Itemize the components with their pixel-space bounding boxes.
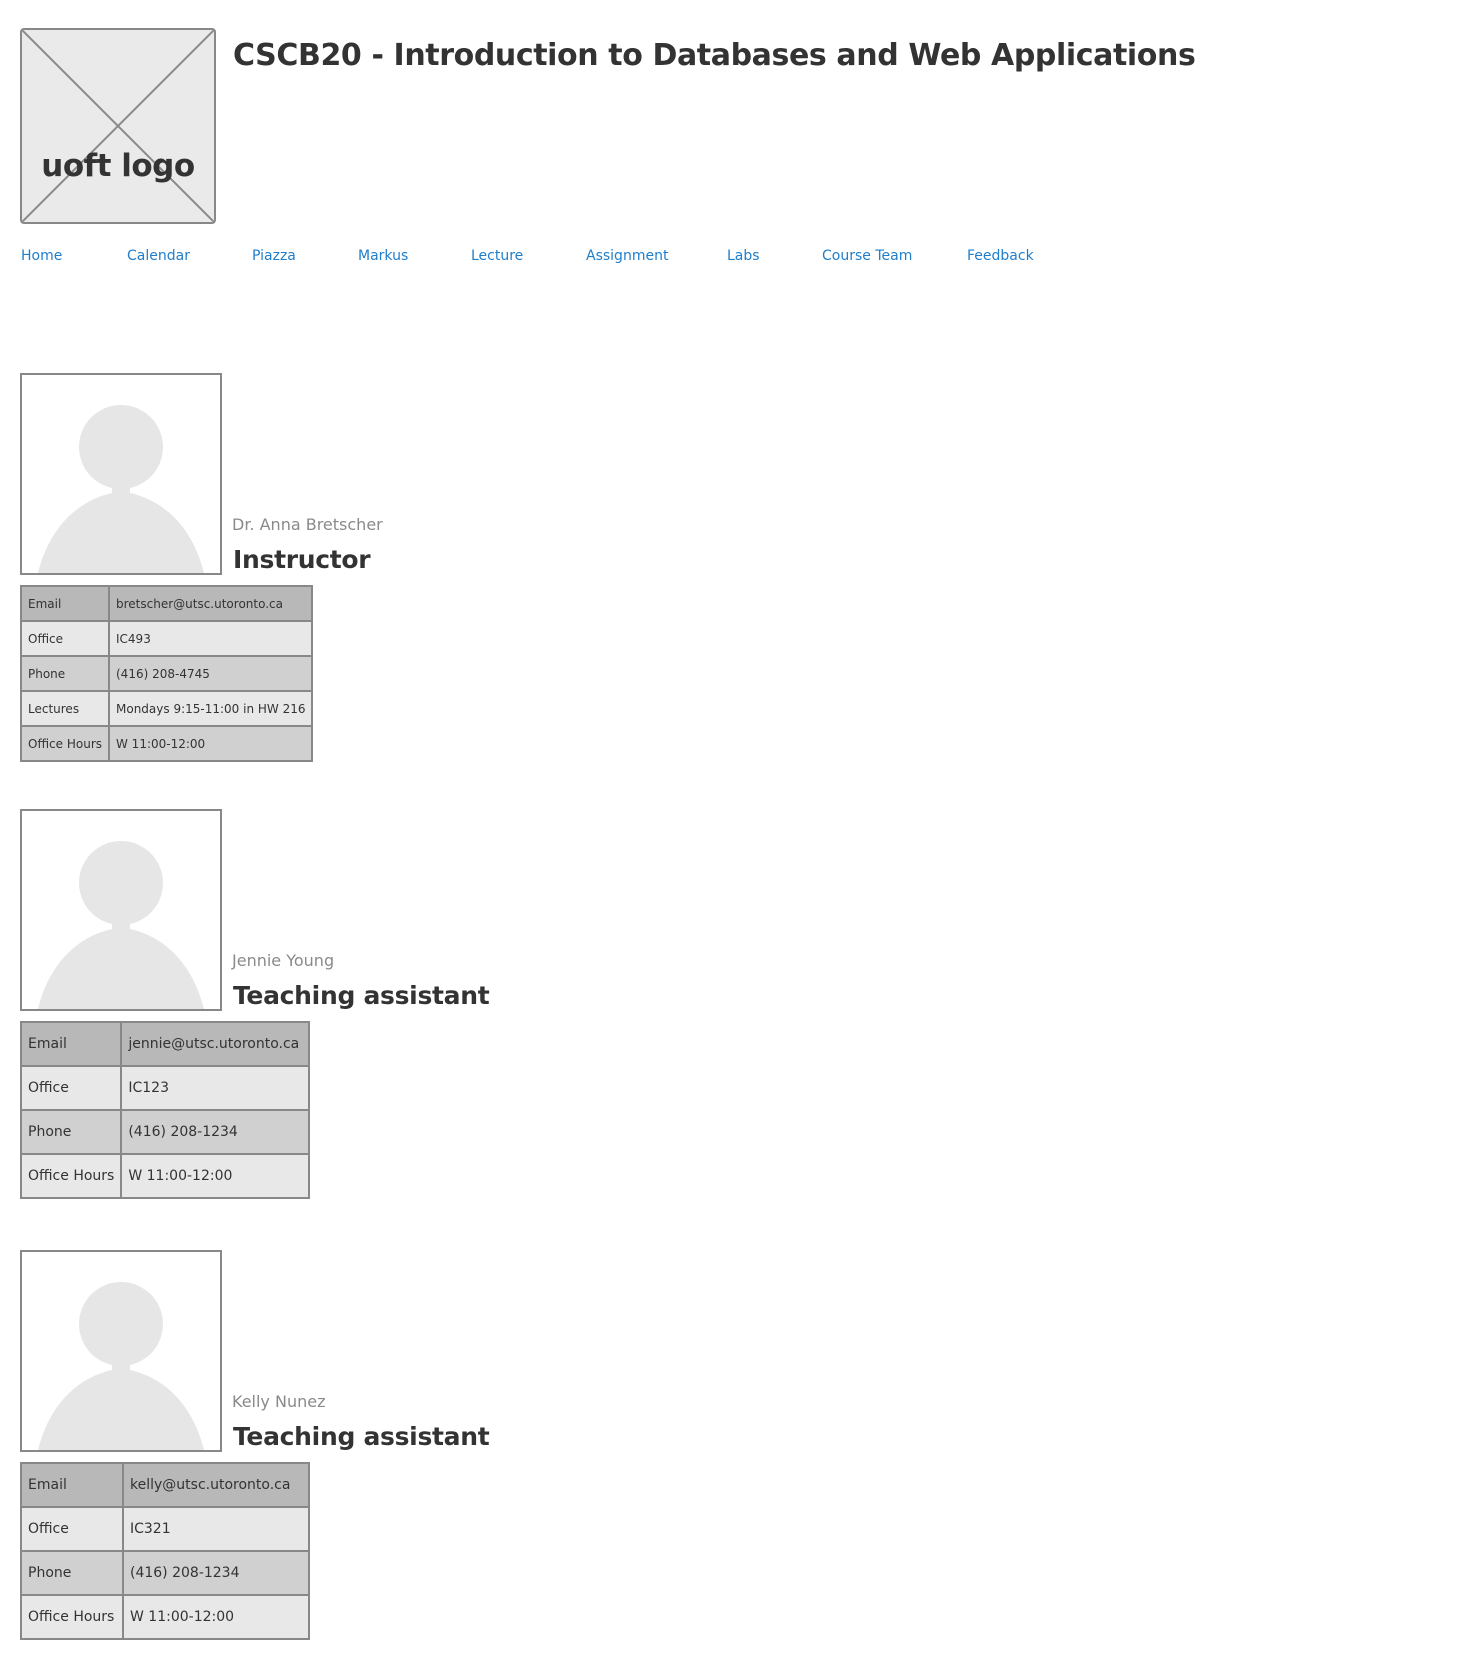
table-row: Email kelly@utsc.utoronto.ca	[20, 1462, 310, 1508]
nav-link-course-team[interactable]: Course Team	[822, 248, 913, 264]
table-row: Email jennie@utsc.utoronto.ca	[19, 1021, 310, 1067]
nav-link-calendar[interactable]: Calendar	[127, 248, 190, 264]
contact-table: Email jennie@utsc.utoronto.ca Office IC1…	[19, 1021, 310, 1199]
member-name: Dr. Anna Bretscher	[232, 515, 383, 534]
member-name: Kelly Nunez	[232, 1392, 326, 1411]
row-value: W 11:00-12:00	[122, 1594, 310, 1640]
table-row: Lectures Mondays 9:15-11:00 in HW 216	[20, 690, 314, 727]
table-row: Office IC493	[20, 620, 314, 657]
table-row: Phone (416) 208-4745	[20, 655, 314, 692]
row-value: kelly@utsc.utoronto.ca	[122, 1462, 310, 1508]
contact-table: Email kelly@utsc.utoronto.ca Office IC32…	[20, 1462, 310, 1640]
table-row: Office IC321	[20, 1506, 310, 1552]
contact-table: Email bretscher@utsc.utoronto.ca Office …	[20, 585, 314, 762]
row-value: IC493	[107, 620, 314, 657]
row-label: Office Hours	[20, 1594, 124, 1640]
row-value: W 11:00-12:00	[120, 1153, 310, 1199]
table-row: Email bretscher@utsc.utoronto.ca	[20, 585, 314, 622]
nav-link-feedback[interactable]: Feedback	[967, 248, 1034, 264]
row-value: (416) 208-4745	[107, 655, 314, 692]
logo: uoft logo	[20, 28, 216, 224]
row-label: Office	[20, 1506, 124, 1552]
row-label: Email	[20, 1462, 124, 1508]
logo-text: uoft logo	[41, 148, 195, 184]
nav-link-labs[interactable]: Labs	[727, 248, 760, 264]
row-label: Phone	[19, 1109, 123, 1155]
nav-link-lecture[interactable]: Lecture	[471, 248, 524, 264]
table-row: Phone (416) 208-1234	[19, 1109, 310, 1155]
row-value: (416) 208-1234	[120, 1109, 310, 1155]
row-value: jennie@utsc.utoronto.ca	[120, 1021, 310, 1067]
row-label: Lectures	[20, 690, 110, 727]
avatar	[20, 1250, 222, 1452]
row-value: Mondays 9:15-11:00 in HW 216	[107, 690, 314, 727]
avatar	[20, 809, 222, 1011]
member-role: Teaching assistant	[233, 1422, 490, 1451]
row-value: bretscher@utsc.utoronto.ca	[107, 585, 314, 622]
table-row: Office Hours W 11:00-12:00	[20, 725, 314, 762]
table-row: Phone (416) 208-1234	[20, 1550, 310, 1596]
row-label: Phone	[20, 655, 110, 692]
user-silhouette-icon	[38, 841, 204, 1009]
row-value: (416) 208-1234	[122, 1550, 310, 1596]
table-row: Office IC123	[19, 1065, 310, 1111]
user-silhouette-icon	[38, 405, 204, 573]
avatar	[20, 373, 222, 575]
user-silhouette-icon	[38, 1282, 204, 1450]
nav-link-assignment[interactable]: Assignment	[586, 248, 669, 264]
page-title: CSCB20 - Introduction to Databases and W…	[233, 38, 1196, 73]
row-label: Office Hours	[20, 725, 110, 762]
row-label: Email	[19, 1021, 123, 1067]
nav-link-markus[interactable]: Markus	[358, 248, 409, 264]
row-label: Office Hours	[19, 1153, 123, 1199]
row-label: Office	[19, 1065, 123, 1111]
member-role: Instructor	[233, 545, 371, 574]
image-placeholder-icon	[22, 30, 214, 222]
nav-link-piazza[interactable]: Piazza	[252, 248, 296, 264]
row-label: Office	[20, 620, 110, 657]
table-row: Office Hours W 11:00-12:00	[19, 1153, 310, 1199]
row-label: Email	[20, 585, 110, 622]
member-role: Teaching assistant	[233, 981, 490, 1010]
member-name: Jennie Young	[232, 951, 335, 970]
row-value: W 11:00-12:00	[107, 725, 314, 762]
table-row: Office Hours W 11:00-12:00	[20, 1594, 310, 1640]
row-value: IC321	[122, 1506, 310, 1552]
nav-link-home[interactable]: Home	[21, 248, 63, 264]
row-label: Phone	[20, 1550, 124, 1596]
row-value: IC123	[120, 1065, 310, 1111]
